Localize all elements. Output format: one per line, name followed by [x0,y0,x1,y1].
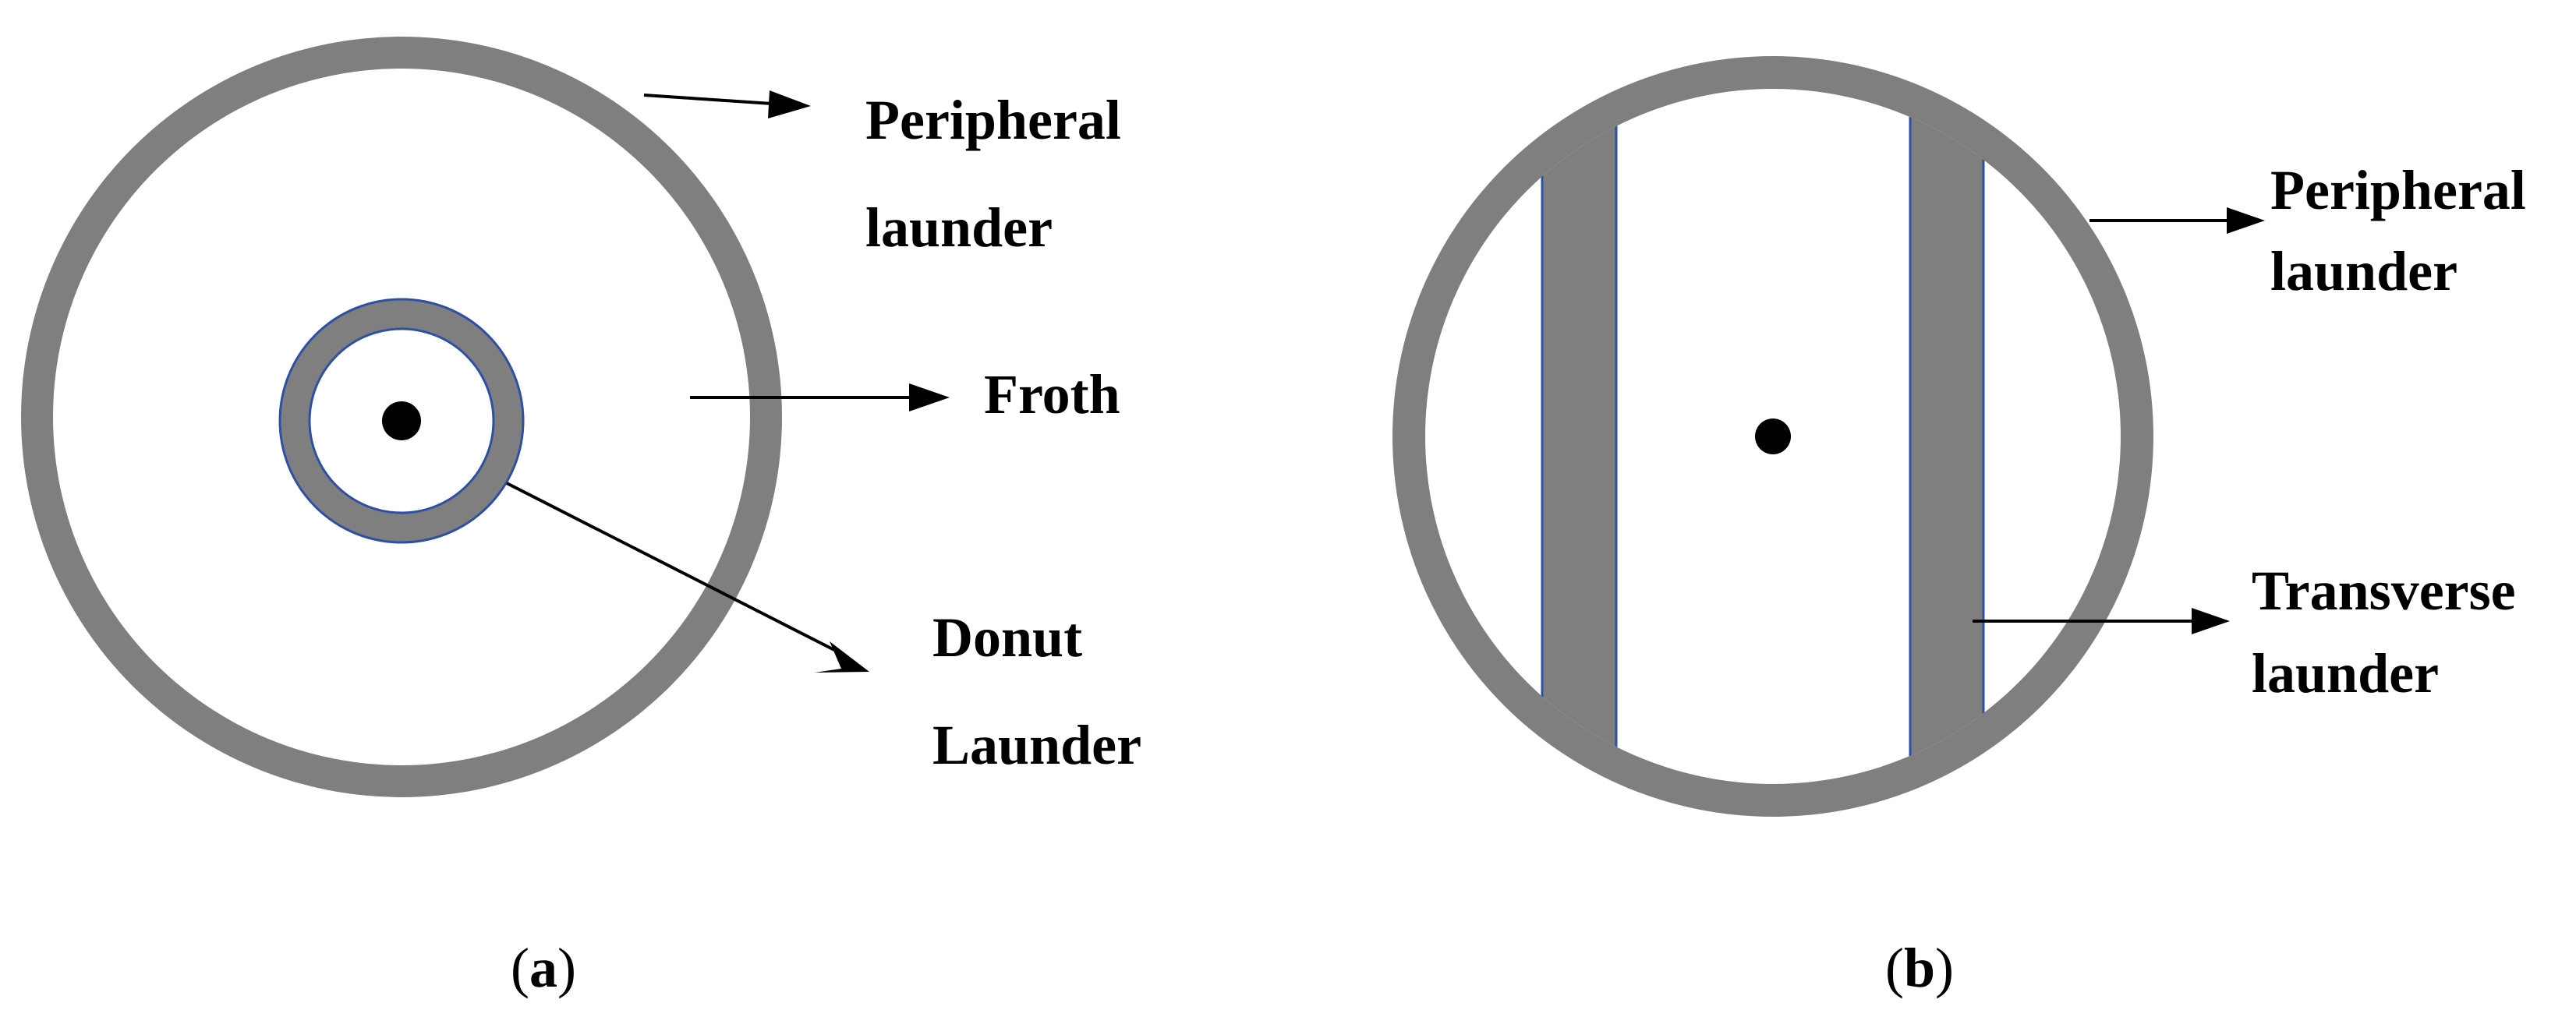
panel-a-center-dot [382,401,421,440]
panel-b-peripheral-label-line1: Peripheral [2270,159,2526,221]
panel-a-donut-arrow [506,482,869,673]
panel-a-froth-label: Froth [984,363,1120,426]
panel-a-froth-arrow [690,383,950,411]
panel-b-transverse-launder-cell: Peripheral launder Transverse launder (b… [1392,56,2540,999]
panel-a-donut-label-line2: Launder [932,714,1141,776]
panel-b-peripheral-label-line2: launder [2270,240,2457,302]
panel-b-transverse-launder-right [1909,89,1985,784]
panel-b-transverse-launder-left [1541,89,1618,784]
panel-a-donut-label: Donut Launder [932,606,1141,776]
panel-b-peripheral-label: Peripheral launder [2270,159,2540,302]
panel-a-peripheral-arrow [643,90,811,118]
panel-a-caption: (a) [511,937,576,999]
panel-a-donut-launder-cell: Peripheral launder Froth Donut Launder (… [21,37,1141,999]
panel-b-caption-open: ( [1885,937,1904,999]
panel-a-caption-open: ( [511,937,529,999]
panel-a-peripheral-label-line1: Peripheral [865,89,1121,151]
panel-b-peripheral-arrow [2089,207,2265,234]
panel-a-caption-letter: a [529,937,557,999]
panel-b-transverse-label: Transverse launder [2252,560,2530,705]
panel-b-transverse-label-line1: Transverse [2252,560,2516,622]
panel-b-transverse-label-line2: launder [2252,642,2439,705]
panel-b-caption-close: ) [1935,937,1954,999]
panel-b-caption-letter: b [1904,937,1935,999]
panel-b-center-dot [1755,418,1791,454]
panel-a-peripheral-label-line2: launder [865,196,1053,259]
panel-a-caption-close: ) [557,937,576,999]
panel-a-donut-label-line1: Donut [932,606,1082,669]
panel-b-caption: (b) [1885,937,1954,999]
panel-a-peripheral-label: Peripheral launder [865,89,1135,259]
panel-b-transverse-arrow [1973,608,2230,634]
